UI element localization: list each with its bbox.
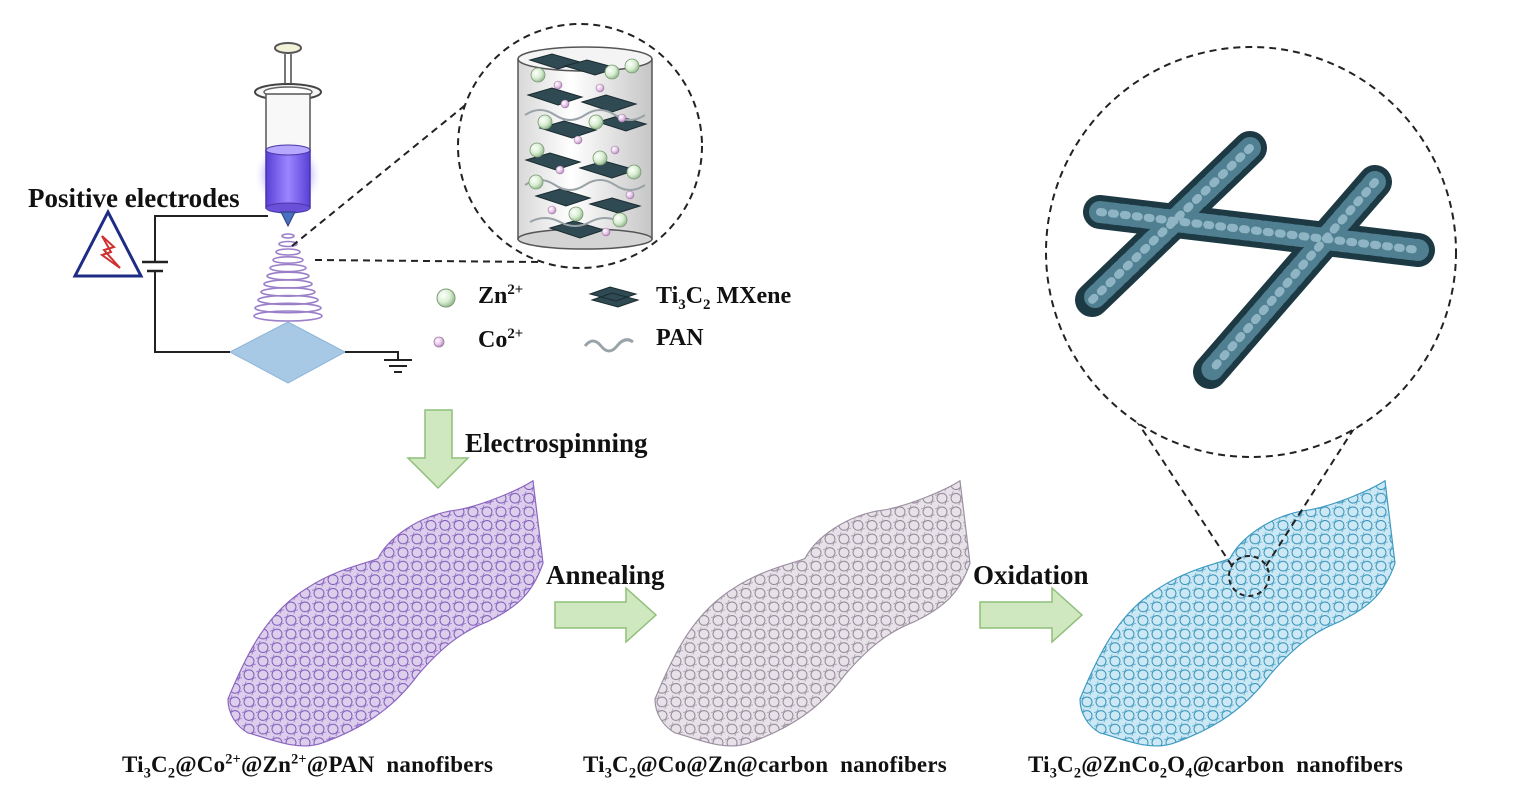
legend-co: Co2+ [478, 326, 524, 353]
arrow-electrospinning [406, 409, 470, 490]
fiber-jet-spiral [253, 233, 323, 322]
arrow-annealing [554, 586, 658, 644]
caption-oxide-nanofibers: Ti3C2@ZnCo2O4@carbon nanofibers [1028, 752, 1404, 782]
caption-carbon-nanofibers: Ti3C2@Co@Zn@carbon nanofibers [583, 752, 947, 782]
annealing-label: Annealing [546, 560, 665, 590]
crossed-fibers [1075, 131, 1435, 389]
pan-chain-icon [583, 338, 634, 353]
pan-nanofiber-mat [227, 480, 544, 747]
mxene-sheet-icon [588, 286, 640, 308]
circuit-wires [142, 215, 399, 360]
arrow-oxidation [979, 586, 1084, 644]
legend-mxene: Ti3C2 MXene [656, 283, 792, 313]
carbon-nanofiber-mat [654, 480, 971, 747]
syringe-icon [254, 42, 322, 228]
caption-pan-nanofibers: Ti3C2@Co2+@Zn2+@PAN nanofibers [122, 751, 494, 782]
co-ion-icon [433, 336, 445, 348]
zn-ion-icon [436, 288, 456, 308]
oxidation-label: Oxidation [973, 560, 1089, 590]
collector-plate [228, 321, 347, 384]
zoom-lines-left [291, 97, 541, 263]
composite-cylinder [517, 46, 653, 250]
zoom-spot [1228, 555, 1270, 597]
zoom-circle-fibers [1045, 46, 1457, 458]
ground-icon [384, 359, 412, 373]
high-voltage-icon [72, 208, 144, 278]
legend-zn: Zn2+ [478, 282, 524, 309]
legend-pan: PAN [656, 325, 704, 351]
electrospinning-label: Electrospinning [465, 428, 648, 458]
oxide-nanofiber-mat [1079, 480, 1396, 747]
positive-electrodes-label: Positive electrodes [28, 183, 240, 213]
